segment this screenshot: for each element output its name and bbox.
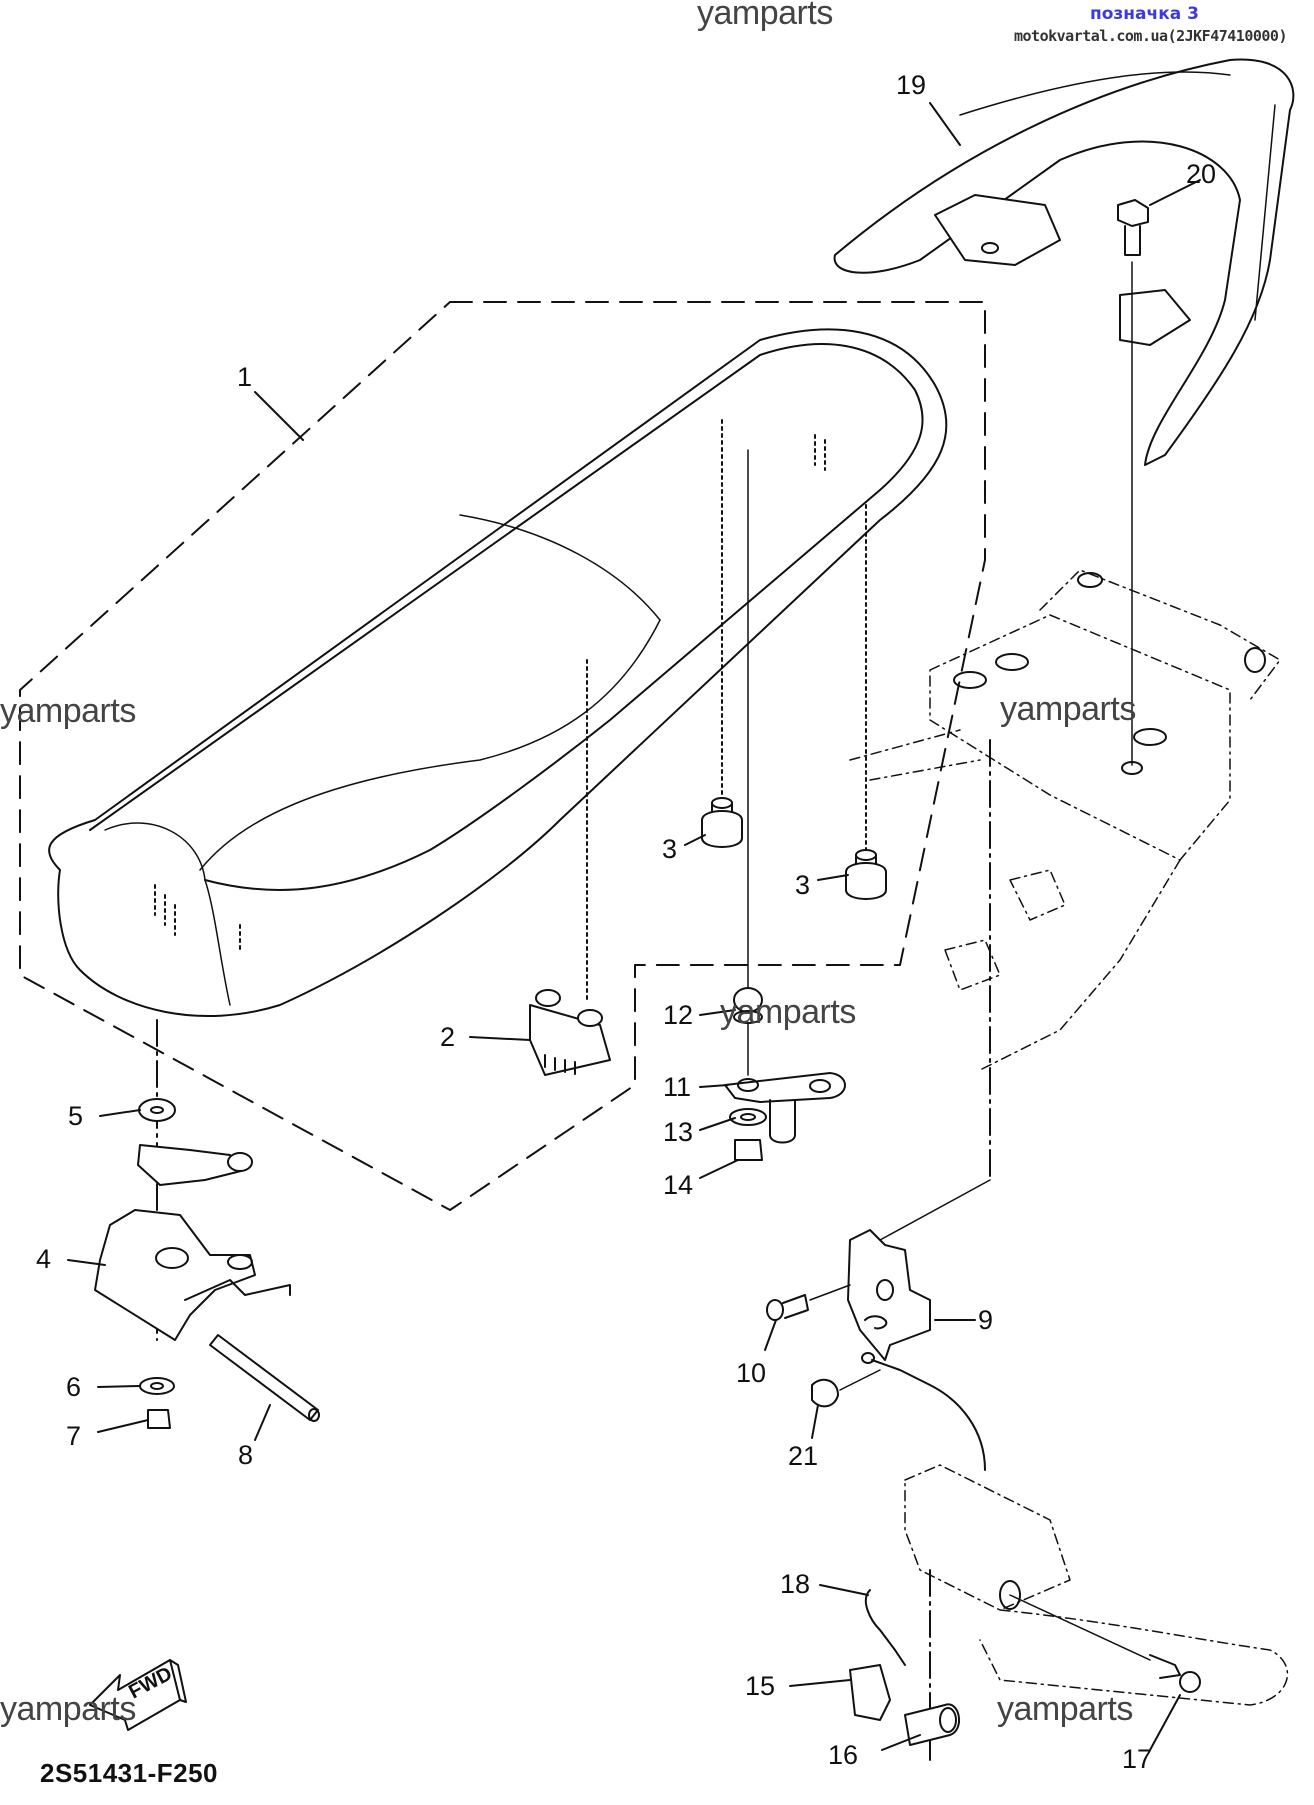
callout-4: 4 <box>36 1244 52 1274</box>
seat-fastener-lines <box>156 419 867 1341</box>
callout-5: 5 <box>68 1101 84 1131</box>
callout-18: 18 <box>780 1569 811 1599</box>
drawing-code: 2S51431-F250 <box>40 1758 219 1788</box>
callout-19: 19 <box>896 70 927 100</box>
callout-9: 9 <box>978 1305 994 1335</box>
callout-3b: 3 <box>795 870 811 900</box>
bolt-20-drawing <box>1117 199 1149 775</box>
callout-21: 21 <box>788 1441 819 1471</box>
seat-hook-group-drawing <box>94 1098 320 1429</box>
callout-leader-lines <box>67 102 1201 1751</box>
callout-14: 14 <box>663 1170 694 1200</box>
watermark-bottom-right: yamparts <box>997 1690 1133 1728</box>
clip-21-drawing <box>811 1352 986 1471</box>
damper-3a-drawing <box>701 797 743 848</box>
seat-drawing <box>48 328 948 1017</box>
callout-1: 1 <box>237 362 253 392</box>
callout-12: 12 <box>663 1000 694 1030</box>
damper-3b-drawing <box>845 849 887 900</box>
marking-site-url: motokvartal.com.ua <box>1014 27 1168 45</box>
seat-assembly-boundary <box>19 301 986 1211</box>
callout-8: 8 <box>238 1440 254 1470</box>
screw-10-drawing <box>766 1284 851 1321</box>
bracket-11-drawing <box>724 987 846 1161</box>
callout-11: 11 <box>663 1072 692 1102</box>
watermark-center: yamparts <box>720 993 856 1031</box>
watermark-top: yamparts <box>697 0 833 32</box>
callout-13: 13 <box>663 1117 694 1147</box>
lock-assembly-drawing <box>849 1464 1289 1761</box>
callout-15: 15 <box>745 1671 776 1701</box>
frame-bracket-drawing <box>849 569 1281 1181</box>
callout-17: 17 <box>1122 1744 1153 1774</box>
damper-block-2-drawing <box>529 989 611 1076</box>
seat-lock-9-drawing <box>847 1179 991 1361</box>
marking-label: позначка 3 <box>1090 4 1199 24</box>
fwd-arrow-icon <box>89 1659 187 1731</box>
callout-3a: 3 <box>662 834 678 864</box>
marking-code: (2JKF47410000) <box>1167 27 1288 45</box>
callout-20: 20 <box>1186 159 1217 189</box>
watermark-bottom-left: yamparts <box>0 1690 136 1728</box>
callout-2: 2 <box>440 1022 456 1052</box>
watermark-right: yamparts <box>1000 690 1136 728</box>
callout-10: 10 <box>736 1358 767 1388</box>
callout-7: 7 <box>66 1421 82 1451</box>
grab-bar-19-drawing <box>833 58 1295 466</box>
callout-16: 16 <box>828 1740 859 1770</box>
marking-site: motokvartal.com.ua(2JKF47410000) <box>1014 27 1288 45</box>
callout-6: 6 <box>66 1372 82 1402</box>
watermark-left: yamparts <box>0 692 136 730</box>
